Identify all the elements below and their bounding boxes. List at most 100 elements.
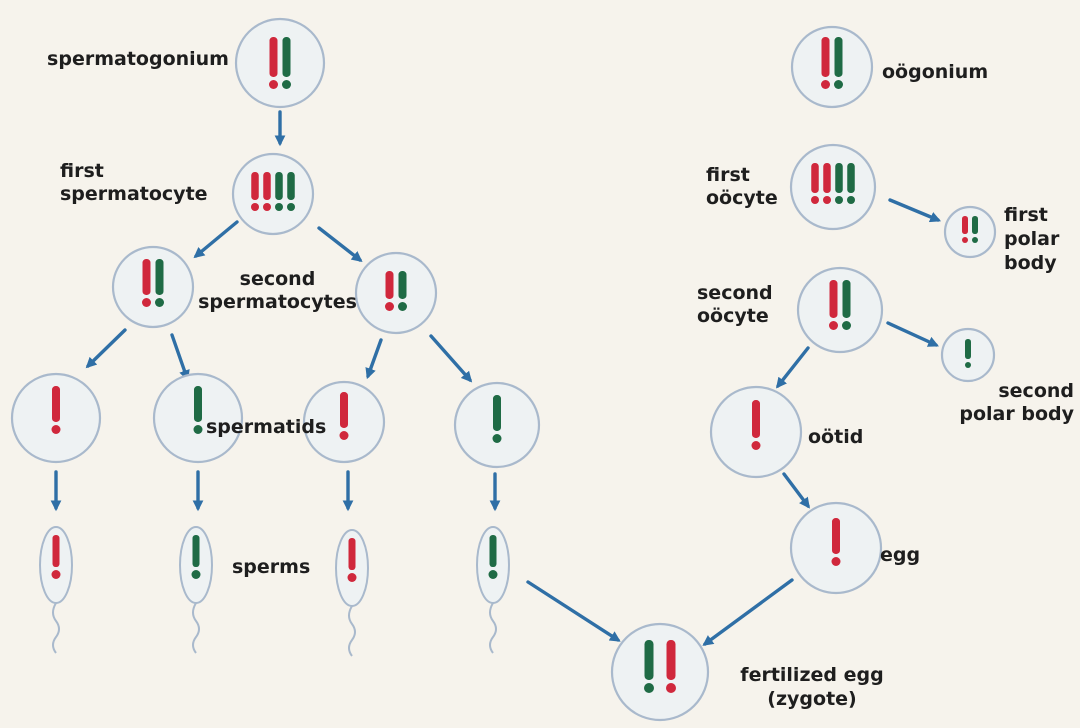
red-chromosome-centromere [52,570,61,579]
label-spermatogonium: spermatogonium [14,48,229,71]
red-chromosome-centromere [821,80,830,89]
label-first-polar-body: first polar body [1004,203,1059,275]
label-first-oocyte: first oöcyte [706,164,778,210]
arrow-sperm-to-fertilized-egg [528,582,618,640]
cell-membrane [236,19,324,107]
cell-membrane [791,145,875,229]
green-chromosome-centromere [489,570,498,579]
green-chromosome-arm [965,339,971,359]
green-chromosome-arm [283,37,291,77]
arrow-ootid-to-egg [784,474,808,506]
cell-fertilized-egg [612,624,708,720]
green-chromosome-arm [847,163,855,193]
sperm-tail [53,603,59,653]
green-chromosome-arm [490,535,497,567]
cell-sperm-1 [40,527,72,653]
green-chromosome-centromere [398,302,407,311]
green-chromosome-arm [156,259,164,295]
red-chromosome-centromere [348,573,357,582]
label-ootid: oötid [808,426,863,449]
red-chromosome-arm [823,163,831,193]
green-chromosome-centromere [972,237,978,243]
cell-ootid [711,387,801,477]
red-chromosome-centromere [962,237,968,243]
arrow-second-right-to-spermatid-3 [368,340,381,376]
green-chromosome-arm [645,640,654,680]
cell-spermatogonium [236,19,324,107]
arrow-first-oocyte-to-first-polar-body [890,200,938,220]
arrow-second-left-to-spermatid-2 [172,335,187,378]
arrow-first-spermatocyte-to-second-right [319,228,360,260]
label-oogonium: oögonium [882,61,988,84]
red-chromosome-arm [52,386,60,422]
green-chromosome-centromere [835,196,843,204]
red-chromosome-centromere [829,321,838,330]
green-chromosome-centromere [194,425,203,434]
green-chromosome-arm [835,163,843,193]
green-chromosome-arm [399,271,407,299]
label-egg: egg [880,544,920,567]
cell-membrane [612,624,708,720]
cell-second-polar-body [942,329,994,381]
arrow-second-right-to-spermatid-4 [431,336,470,380]
green-chromosome-centromere [965,362,971,368]
green-chromosome-arm [843,280,851,318]
red-chromosome-centromere [752,441,761,450]
red-chromosome-arm [386,271,394,299]
label-second-spermatocytes: second spermatocytes [175,268,380,314]
cell-spermatid-1 [12,374,100,462]
red-chromosome-centromere [811,196,819,204]
cell-membrane [945,207,995,257]
cell-membrane [792,27,872,107]
red-chromosome-arm [53,535,60,567]
arrow-egg-to-fertilized-egg [705,580,792,644]
green-chromosome-centromere [842,321,851,330]
green-chromosome-arm [193,535,200,567]
cell-egg [791,503,881,593]
cell-sperm-2 [180,527,212,653]
label-spermatids: spermatids [206,416,326,439]
red-chromosome-centromere [832,557,841,566]
cell-first-oocyte [791,145,875,229]
red-chromosome-arm [811,163,819,193]
label-sperms: sperms [232,556,310,579]
red-chromosome-centromere [263,203,271,211]
green-chromosome-centromere [192,570,201,579]
red-chromosome-arm [962,216,968,234]
cell-spermatid-4 [455,383,539,467]
green-chromosome-centromere [644,683,654,693]
arrow-first-spermatocyte-to-second-left [196,222,237,256]
green-chromosome-arm [275,172,283,200]
green-chromosome-arm [493,395,501,431]
cell-membrane [798,268,882,352]
red-chromosome-centromere [385,302,394,311]
label-first-spermatocyte: first spermatocyte [60,160,208,206]
red-chromosome-centromere [340,431,349,440]
green-chromosome-centromere [282,80,291,89]
arrow-second-oocyte-to-second-polar-body [888,323,936,345]
red-chromosome-arm [822,37,830,77]
red-chromosome-arm [830,280,838,318]
cell-membrane [233,154,313,234]
label-second-polar-body: second polar body [906,380,1074,426]
cell-second-oocyte [798,268,882,352]
red-chromosome-arm [263,172,271,200]
red-chromosome-arm [251,172,259,200]
red-chromosome-arm [143,259,151,295]
arrow-second-oocyte-to-ootid [778,348,808,386]
red-chromosome-arm [270,37,278,77]
green-chromosome-centromere [287,203,295,211]
red-chromosome-centromere [666,683,676,693]
cell-first-polar-body [945,207,995,257]
green-chromosome-arm [835,37,843,77]
sperm-tail [193,603,199,653]
red-chromosome-centromere [142,298,151,307]
arrow-second-left-to-spermatid-1 [88,330,125,366]
green-chromosome-arm [287,172,295,200]
label-second-oocyte: second oöcyte [697,282,773,328]
red-chromosome-centromere [269,80,278,89]
sperm-tail [490,603,496,653]
red-chromosome-centromere [251,203,259,211]
